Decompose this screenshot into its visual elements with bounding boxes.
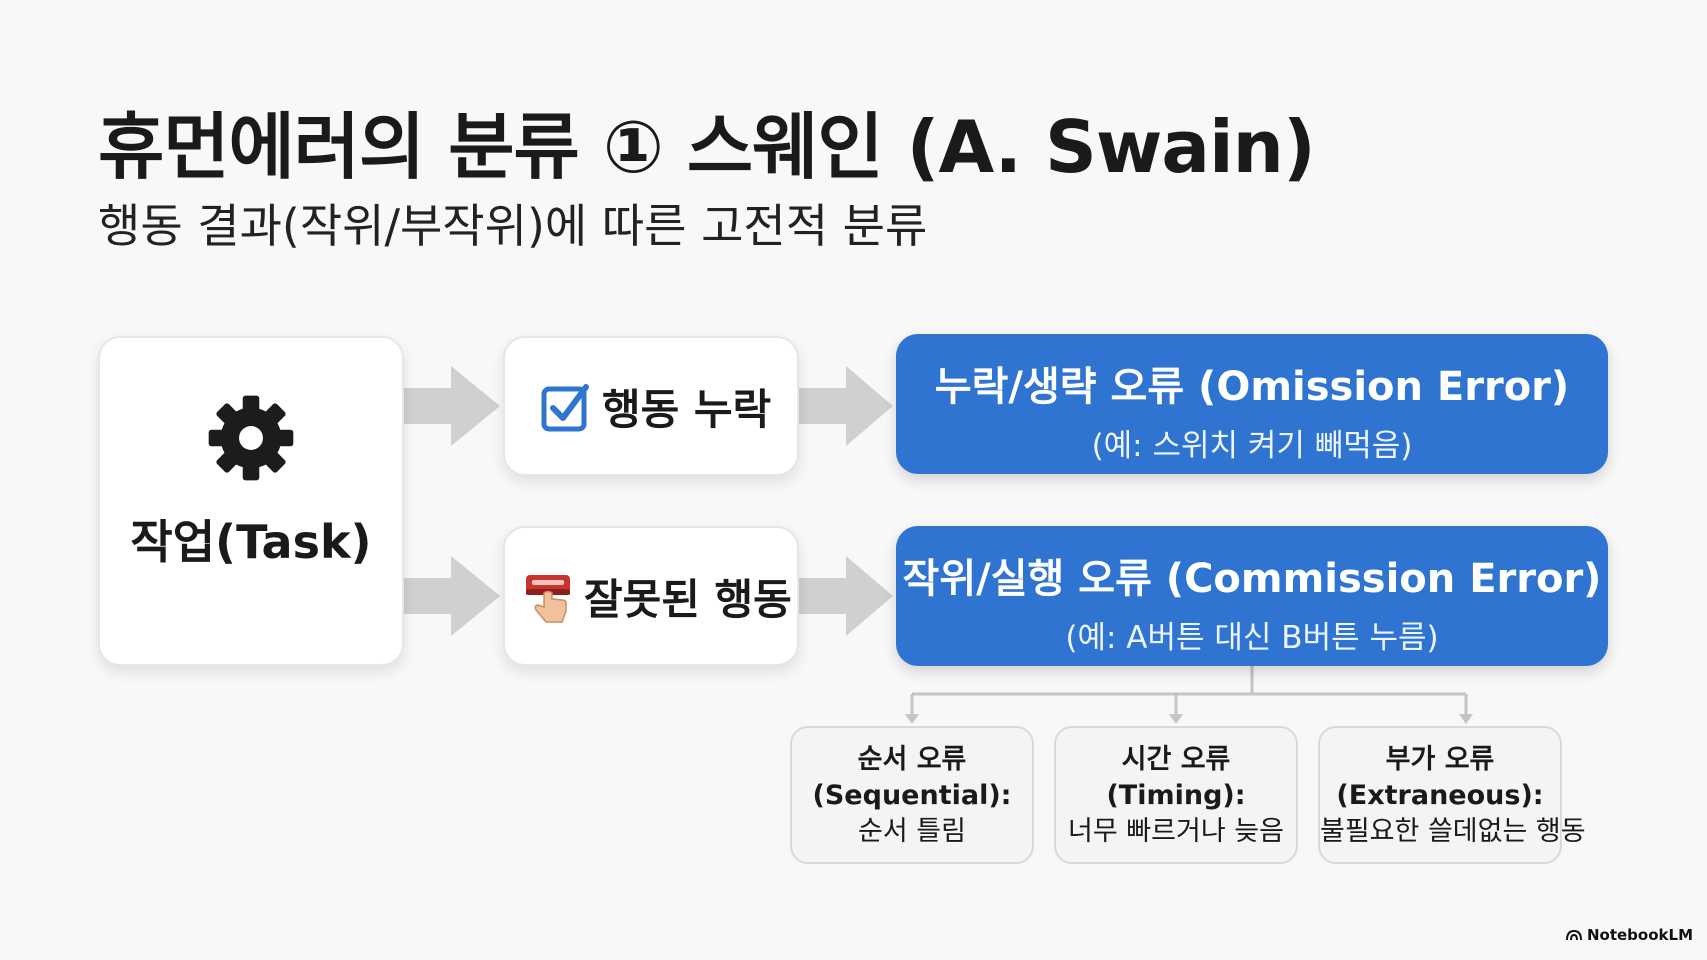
commission-error-title: 작위/실행 오류 (Commission Error) (902, 556, 1602, 602)
subtype-timing-name: 시간 오류 (1121, 744, 1231, 775)
connector-arrowhead-sequential (905, 714, 919, 724)
subtype-extraneous-name: 부가 오류 (1385, 744, 1495, 775)
arrow-task-to-omission (404, 366, 500, 446)
commission-error-example: (예: A버튼 대신 B버튼 누름) (1065, 620, 1439, 656)
subtype-connector (910, 666, 1468, 716)
arrow-task-to-wrong-action (404, 556, 500, 636)
omission-error-title: 누락/생략 오류 (Omission Error) (934, 364, 1570, 410)
checkbox-icon (541, 383, 589, 431)
connector-arrowhead-timing (1169, 714, 1183, 724)
commission-error-box: 작위/실행 오류 (Commission Error) (예: A버튼 대신 B… (896, 526, 1608, 666)
step-card-wrong-action (503, 526, 799, 666)
subtype-timing-desc: 너무 빠르거나 늦음 (1068, 816, 1284, 847)
task-label: 작업(Task) (130, 515, 372, 569)
subtype-extraneous-english: (Extraneous): (1336, 780, 1544, 811)
brand-watermark: NotebookLM (1565, 926, 1693, 944)
subtype-timing: 시간 오류 (Timing): 너무 빠르거나 늦음 (1054, 726, 1298, 864)
subtype-sequential: 순서 오류 (Sequential): 순서 틀림 (790, 726, 1034, 864)
subtype-sequential-english: (Sequential): (812, 780, 1012, 811)
subtype-timing-english: (Timing): (1106, 780, 1246, 811)
connector-arrowhead-extraneous (1459, 714, 1473, 724)
arrow-to-commission-error (799, 556, 893, 636)
step-omission-label: 행동 누락 (602, 385, 772, 434)
subtype-extraneous-desc: 불필요한 쓸데없는 행동 (1320, 816, 1586, 847)
page-subtitle: 행동 결과(작위/부작위)에 따른 고전적 분류 (98, 199, 928, 253)
step-wrong-action: 잘못된 행동 (524, 566, 792, 627)
arrow-to-omission-error (799, 366, 893, 446)
page-title: 휴먼에러의 분류 ① 스웨인 (A. Swain) (98, 105, 1316, 189)
step-omission: 행동 누락 (540, 376, 771, 437)
button-press-icon (526, 574, 570, 623)
brand-name: NotebookLM (1586, 926, 1693, 944)
gear-icon (208, 395, 294, 481)
omission-error-example: (예: 스위치 켜기 빼먹음) (1091, 428, 1413, 464)
subtype-extraneous: 부가 오류 (Extraneous): 불필요한 쓸데없는 행동 (1318, 726, 1586, 864)
subtype-sequential-desc: 순서 틀림 (858, 816, 966, 847)
step-wrong-action-label: 잘못된 행동 (584, 575, 792, 624)
subtype-sequential-name: 순서 오류 (857, 744, 967, 775)
notebooklm-logo-icon (1565, 929, 1582, 941)
omission-error-box: 누락/생략 오류 (Omission Error) (예: 스위치 켜기 빼먹음… (896, 334, 1608, 474)
task-card (98, 336, 404, 666)
